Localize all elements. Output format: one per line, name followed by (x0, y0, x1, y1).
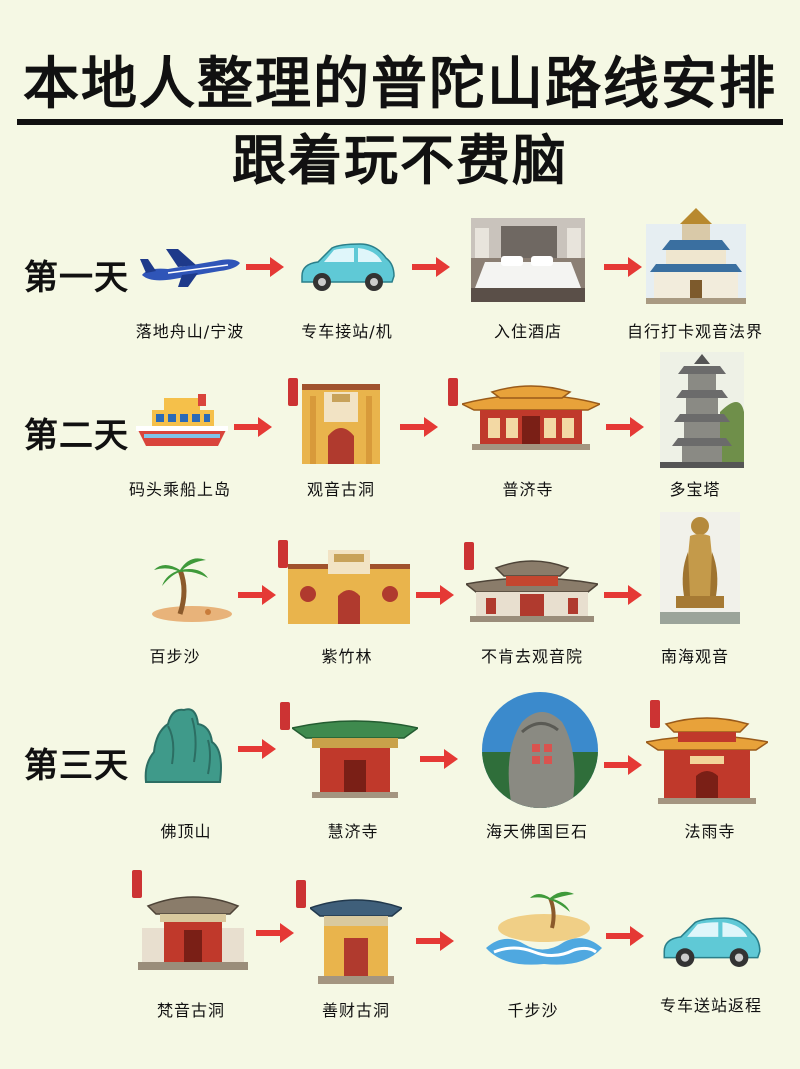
fayu-temple-icon (646, 712, 768, 804)
tag-icon (448, 378, 458, 406)
car-icon (660, 914, 762, 968)
stop-label: 千步沙 (507, 1001, 559, 1020)
stop-label: 善财古洞 (321, 1001, 390, 1020)
tag-icon (278, 540, 288, 568)
arrow-icon (236, 737, 278, 761)
tag-icon (280, 702, 290, 730)
tag-icon (296, 880, 306, 908)
arrow-icon (602, 255, 644, 279)
fanyin-cave-icon (134, 888, 252, 970)
arrow-icon (236, 583, 278, 607)
shancai-cave-icon (310, 888, 402, 984)
arrow-icon (604, 415, 646, 439)
stop-label: 百步沙 (149, 647, 201, 666)
stop-label: 普济寺 (502, 480, 554, 499)
stop-label: 入住酒店 (493, 322, 562, 341)
page-subtitle: 跟着玩不费脑 (232, 129, 568, 192)
day-label-3: 第三天 (24, 746, 129, 786)
stop-label: 落地舟山/宁波 (135, 322, 245, 341)
arrow-icon (602, 753, 644, 777)
huiji-temple-icon (292, 716, 418, 798)
airplane-icon (138, 245, 242, 289)
bukenqu-temple-icon (466, 554, 598, 622)
car-icon (298, 240, 396, 292)
stop-label: 佛顶山 (160, 822, 212, 841)
stop-label: 梵音古洞 (156, 1001, 225, 1020)
arrow-icon (410, 255, 452, 279)
arrow-icon (414, 929, 456, 953)
guanyin-statue-icon (660, 512, 740, 624)
stop-label: 南海观音 (660, 647, 729, 666)
arrow-icon (418, 747, 460, 771)
palm-beach-icon (150, 554, 234, 624)
stop-label: 不肯去观音院 (480, 647, 583, 666)
pagoda-icon (660, 352, 744, 468)
arrow-icon (604, 924, 646, 948)
mountain-icon (142, 704, 224, 784)
arrow-icon (232, 415, 274, 439)
stop-label: 码头乘船上岛 (128, 480, 231, 499)
arrow-icon (602, 583, 644, 607)
page-title: 本地人整理的普陀山路线安排 (0, 52, 800, 125)
temple-icon (646, 204, 746, 304)
tag-icon (132, 870, 142, 898)
arrow-icon (244, 255, 286, 279)
stop-label: 专车送站返程 (659, 996, 762, 1015)
day-label-1: 第一天 (24, 258, 129, 298)
tag-icon (288, 378, 298, 406)
tag-icon (650, 700, 660, 728)
arrow-icon (414, 583, 456, 607)
stop-label: 慧济寺 (327, 822, 379, 841)
hotel-room-image (471, 218, 585, 302)
tag-icon (464, 542, 474, 570)
beach-island-icon (484, 888, 604, 970)
puji-temple-icon (462, 382, 600, 450)
stop-label: 法雨寺 (684, 822, 736, 841)
day-label-2: 第二天 (24, 416, 129, 456)
arrow-icon (254, 921, 296, 945)
stop-label: 多宝塔 (669, 480, 721, 499)
giant-rock-image (482, 692, 598, 808)
stop-label: 海天佛国巨石 (485, 822, 588, 841)
bamboo-grove-temple-icon (288, 548, 410, 624)
arrow-icon (398, 415, 440, 439)
ship-icon (134, 392, 230, 450)
stop-label: 观音古洞 (306, 480, 375, 499)
stop-label: 紫竹林 (321, 647, 373, 666)
stop-label: 自行打卡观音法界 (626, 322, 763, 341)
stop-label: 专车接站/机 (301, 322, 393, 341)
cave-temple-icon (302, 378, 380, 464)
